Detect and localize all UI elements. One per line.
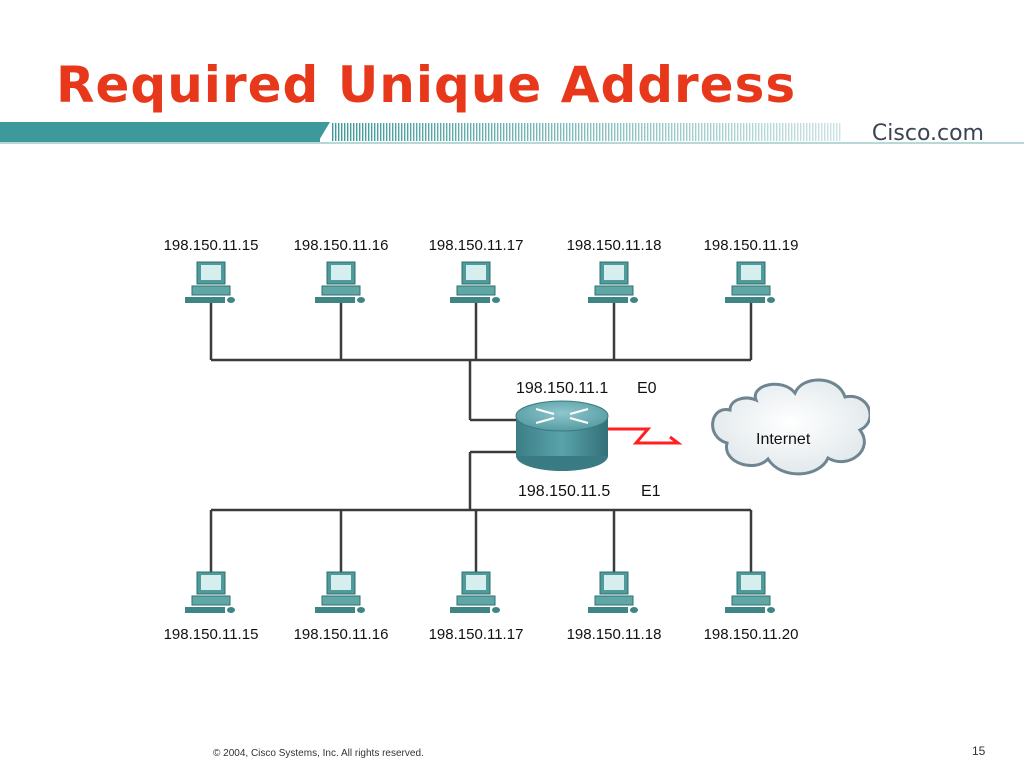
bottom-host-label-5: 198.150.11.20	[704, 626, 799, 643]
cisco-brand-logo: Cisco.com	[871, 121, 984, 146]
internet-cloud-icon: Internet	[711, 378, 870, 476]
top-host-computer-icon-4	[588, 261, 638, 303]
router-icon	[515, 400, 609, 471]
copyright-footer: © 2004, Cisco Systems, Inc. All rights r…	[213, 748, 424, 759]
top-host-label-2: 198.150.11.16	[294, 237, 389, 254]
top-host-computer-icon-5	[725, 261, 775, 303]
slide-title: Required Unique Address	[56, 56, 797, 114]
bottom-host-label-4: 198.150.11.18	[567, 626, 662, 643]
bottom-host-label-2: 198.150.11.16	[294, 626, 389, 643]
router-e0-address: 198.150.11.1	[516, 380, 608, 397]
router-e1-address: 198.150.11.5	[518, 483, 610, 500]
top-host-computer-icon-3	[450, 261, 500, 303]
bottom-host-label-3: 198.150.11.17	[429, 626, 524, 643]
top-host-computer-icon-2	[315, 261, 365, 303]
page-number: 15	[972, 744, 986, 758]
bottom-host-computer-icon-5	[725, 571, 775, 613]
top-host-computer-icon-1	[185, 261, 235, 303]
bottom-host-computer-icon-2	[315, 571, 365, 613]
header-banner	[0, 122, 1024, 144]
top-host-label-5: 198.150.11.19	[704, 237, 799, 254]
cloud-label: Internet	[756, 431, 811, 448]
router-e1-name: E1	[641, 483, 661, 500]
bottom-host-computer-icon-3	[450, 571, 500, 613]
network-diagram: Internet 198.150.11.1 E0 198.150.11.5 E1…	[164, 237, 870, 643]
top-host-label-4: 198.150.11.18	[567, 237, 662, 254]
bottom-ethernet-segment	[209, 450, 753, 575]
bottom-host-label-1: 198.150.11.15	[164, 626, 259, 643]
bottom-host-computer-icon-1	[185, 571, 235, 613]
bottom-host-computer-icon-4	[588, 571, 638, 613]
wan-serial-link	[608, 427, 683, 445]
top-host-label-3: 198.150.11.17	[429, 237, 524, 254]
top-ethernet-segment	[209, 301, 753, 422]
router-e0-name: E0	[637, 380, 657, 397]
top-host-label-1: 198.150.11.15	[164, 237, 259, 254]
